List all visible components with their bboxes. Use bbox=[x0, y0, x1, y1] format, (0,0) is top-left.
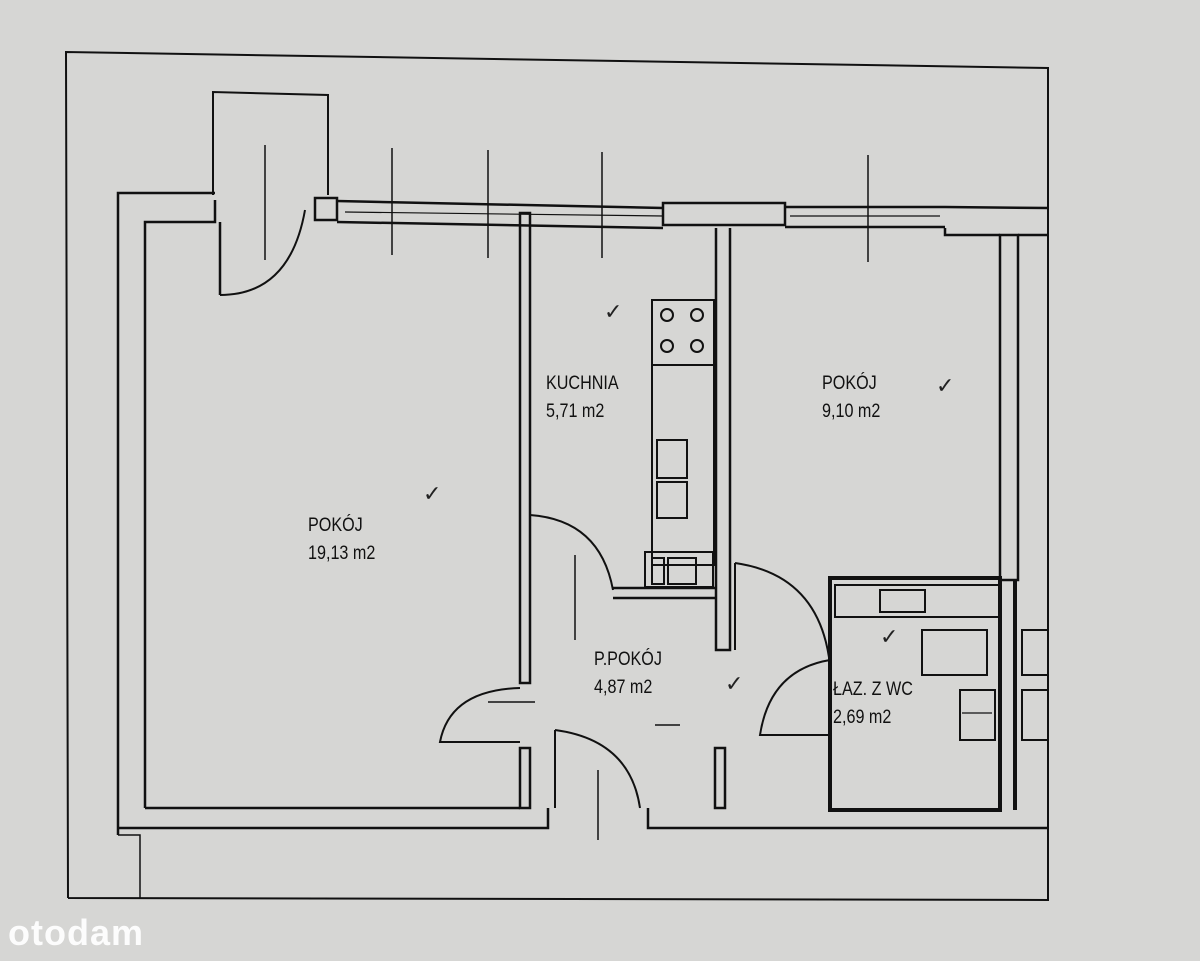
room-area: 4,87 m2 bbox=[594, 677, 653, 698]
room-area: 19,13 m2 bbox=[308, 543, 376, 564]
doors bbox=[438, 514, 831, 840]
room-name: KUCHNIA bbox=[546, 373, 619, 394]
window-tick-lines bbox=[391, 148, 869, 262]
room-area: 9,10 m2 bbox=[822, 401, 881, 422]
balcony bbox=[212, 90, 329, 296]
room-area: 5,71 m2 bbox=[546, 401, 605, 422]
watermark-logo: otodam bbox=[8, 912, 144, 953]
room-label-bedroom: POKÓJ 9,10 m2 bbox=[822, 370, 880, 426]
outer-frame bbox=[64, 50, 1049, 902]
room-area: 2,69 m2 bbox=[833, 707, 892, 728]
room-label-hallway: P.POKÓJ 4,87 m2 bbox=[594, 646, 662, 702]
checkmark-icon: ✓ bbox=[604, 300, 623, 325]
room-label-living-room: POKÓJ 19,13 m2 bbox=[308, 512, 375, 568]
room-label-kitchen: KUCHNIA 5,71 m2 bbox=[546, 370, 619, 426]
checkmark-icon: ✓ bbox=[725, 672, 744, 697]
bathroom-fixtures bbox=[834, 584, 1049, 741]
room-label-bathroom: ŁAZ. Z WC 2,69 m2 bbox=[833, 676, 913, 732]
kitchen-fixtures bbox=[644, 299, 715, 588]
room-name: POKÓJ bbox=[308, 515, 363, 536]
room-name: ŁAZ. Z WC bbox=[833, 679, 913, 700]
checkmark-icon: ✓ bbox=[423, 482, 442, 507]
room-name: P.POKÓJ bbox=[594, 649, 662, 670]
checkmark-icon: ✓ bbox=[880, 625, 899, 650]
interior-walls bbox=[518, 211, 1020, 812]
room-name: POKÓJ bbox=[822, 373, 877, 394]
exterior-walls bbox=[116, 191, 1049, 898]
checkmark-icon: ✓ bbox=[936, 374, 955, 399]
